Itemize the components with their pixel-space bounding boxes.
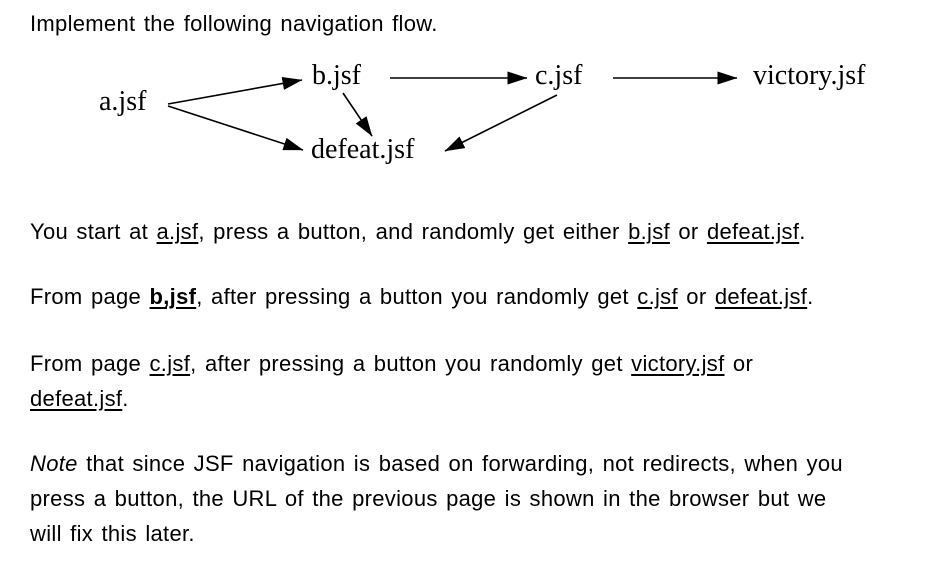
text-run: or <box>677 284 715 309</box>
node-label-a: a.jsf <box>99 86 147 117</box>
text-line: Note that since JSF navigation is based … <box>30 446 843 481</box>
paragraph: From page c.jsf, after pressing a button… <box>30 346 753 416</box>
text-run: press a button, the URL of the previous … <box>30 486 827 511</box>
diagram-node-labels: a.jsf b.jsf c.jsf victory.jsf defeat.jsf <box>99 60 866 165</box>
text-run: or <box>669 219 707 244</box>
node-label-defeat: defeat.jsf <box>311 134 415 165</box>
text-run: . <box>799 219 806 244</box>
diagram-edges <box>167 71 738 152</box>
page-ref: victory.jsf <box>631 351 725 376</box>
text-line: From page b,jsf, after pressing a button… <box>30 279 814 314</box>
text-line: defeat.jsf. <box>30 381 753 416</box>
text-run: , after pressing a button you randomly g… <box>196 284 638 309</box>
page-ref: defeat.jsf <box>706 219 800 244</box>
page-ref: c.jsf <box>149 351 191 376</box>
text-run: that since JSF navigation is based on fo… <box>77 451 843 476</box>
text-run: Note <box>30 451 78 476</box>
paragraph: You start at a.jsf, press a button, and … <box>30 214 806 249</box>
navigation-flow-diagram: a.jsf b.jsf c.jsf victory.jsf defeat.jsf <box>99 60 866 165</box>
text-run: , press a button, and randomly get eithe… <box>198 219 629 244</box>
page-ref: defeat.jsf <box>714 284 808 309</box>
text-run: . <box>122 386 129 411</box>
text-run: From page <box>30 351 150 376</box>
node-label-b: b.jsf <box>312 60 362 91</box>
edge-a-to-b <box>167 77 303 105</box>
instruction-heading: Implement the following navigation flow. <box>30 11 438 36</box>
page-ref: b.jsf <box>628 219 670 244</box>
page-ref: defeat.jsf <box>30 386 123 411</box>
edge-c-to-defeat <box>444 94 558 152</box>
paragraph: From page b,jsf, after pressing a button… <box>30 279 814 314</box>
text-run: . <box>807 284 814 309</box>
paragraph: Note that since JSF navigation is based … <box>30 446 843 551</box>
text-line: From page c.jsf, after pressing a button… <box>30 346 753 381</box>
node-label-victory: victory.jsf <box>753 60 866 91</box>
text-run: or <box>724 351 754 376</box>
node-label-c: c.jsf <box>535 60 583 91</box>
text-run: You start at <box>30 219 157 244</box>
page-ref: c.jsf <box>637 284 678 309</box>
text-line: will fix this later. <box>30 516 843 551</box>
text-run: , after pressing a button you randomly g… <box>190 351 632 376</box>
edge-a-to-defeat <box>167 105 304 151</box>
page-ref: a.jsf <box>156 219 199 244</box>
text-line: press a button, the URL of the previous … <box>30 481 843 516</box>
text-run: will fix this later. <box>30 521 195 546</box>
page-ref: b,jsf <box>149 284 197 309</box>
text-run: From page <box>30 284 150 309</box>
text-line: You start at a.jsf, press a button, and … <box>30 214 806 249</box>
edge-b-to-defeat <box>342 92 373 137</box>
